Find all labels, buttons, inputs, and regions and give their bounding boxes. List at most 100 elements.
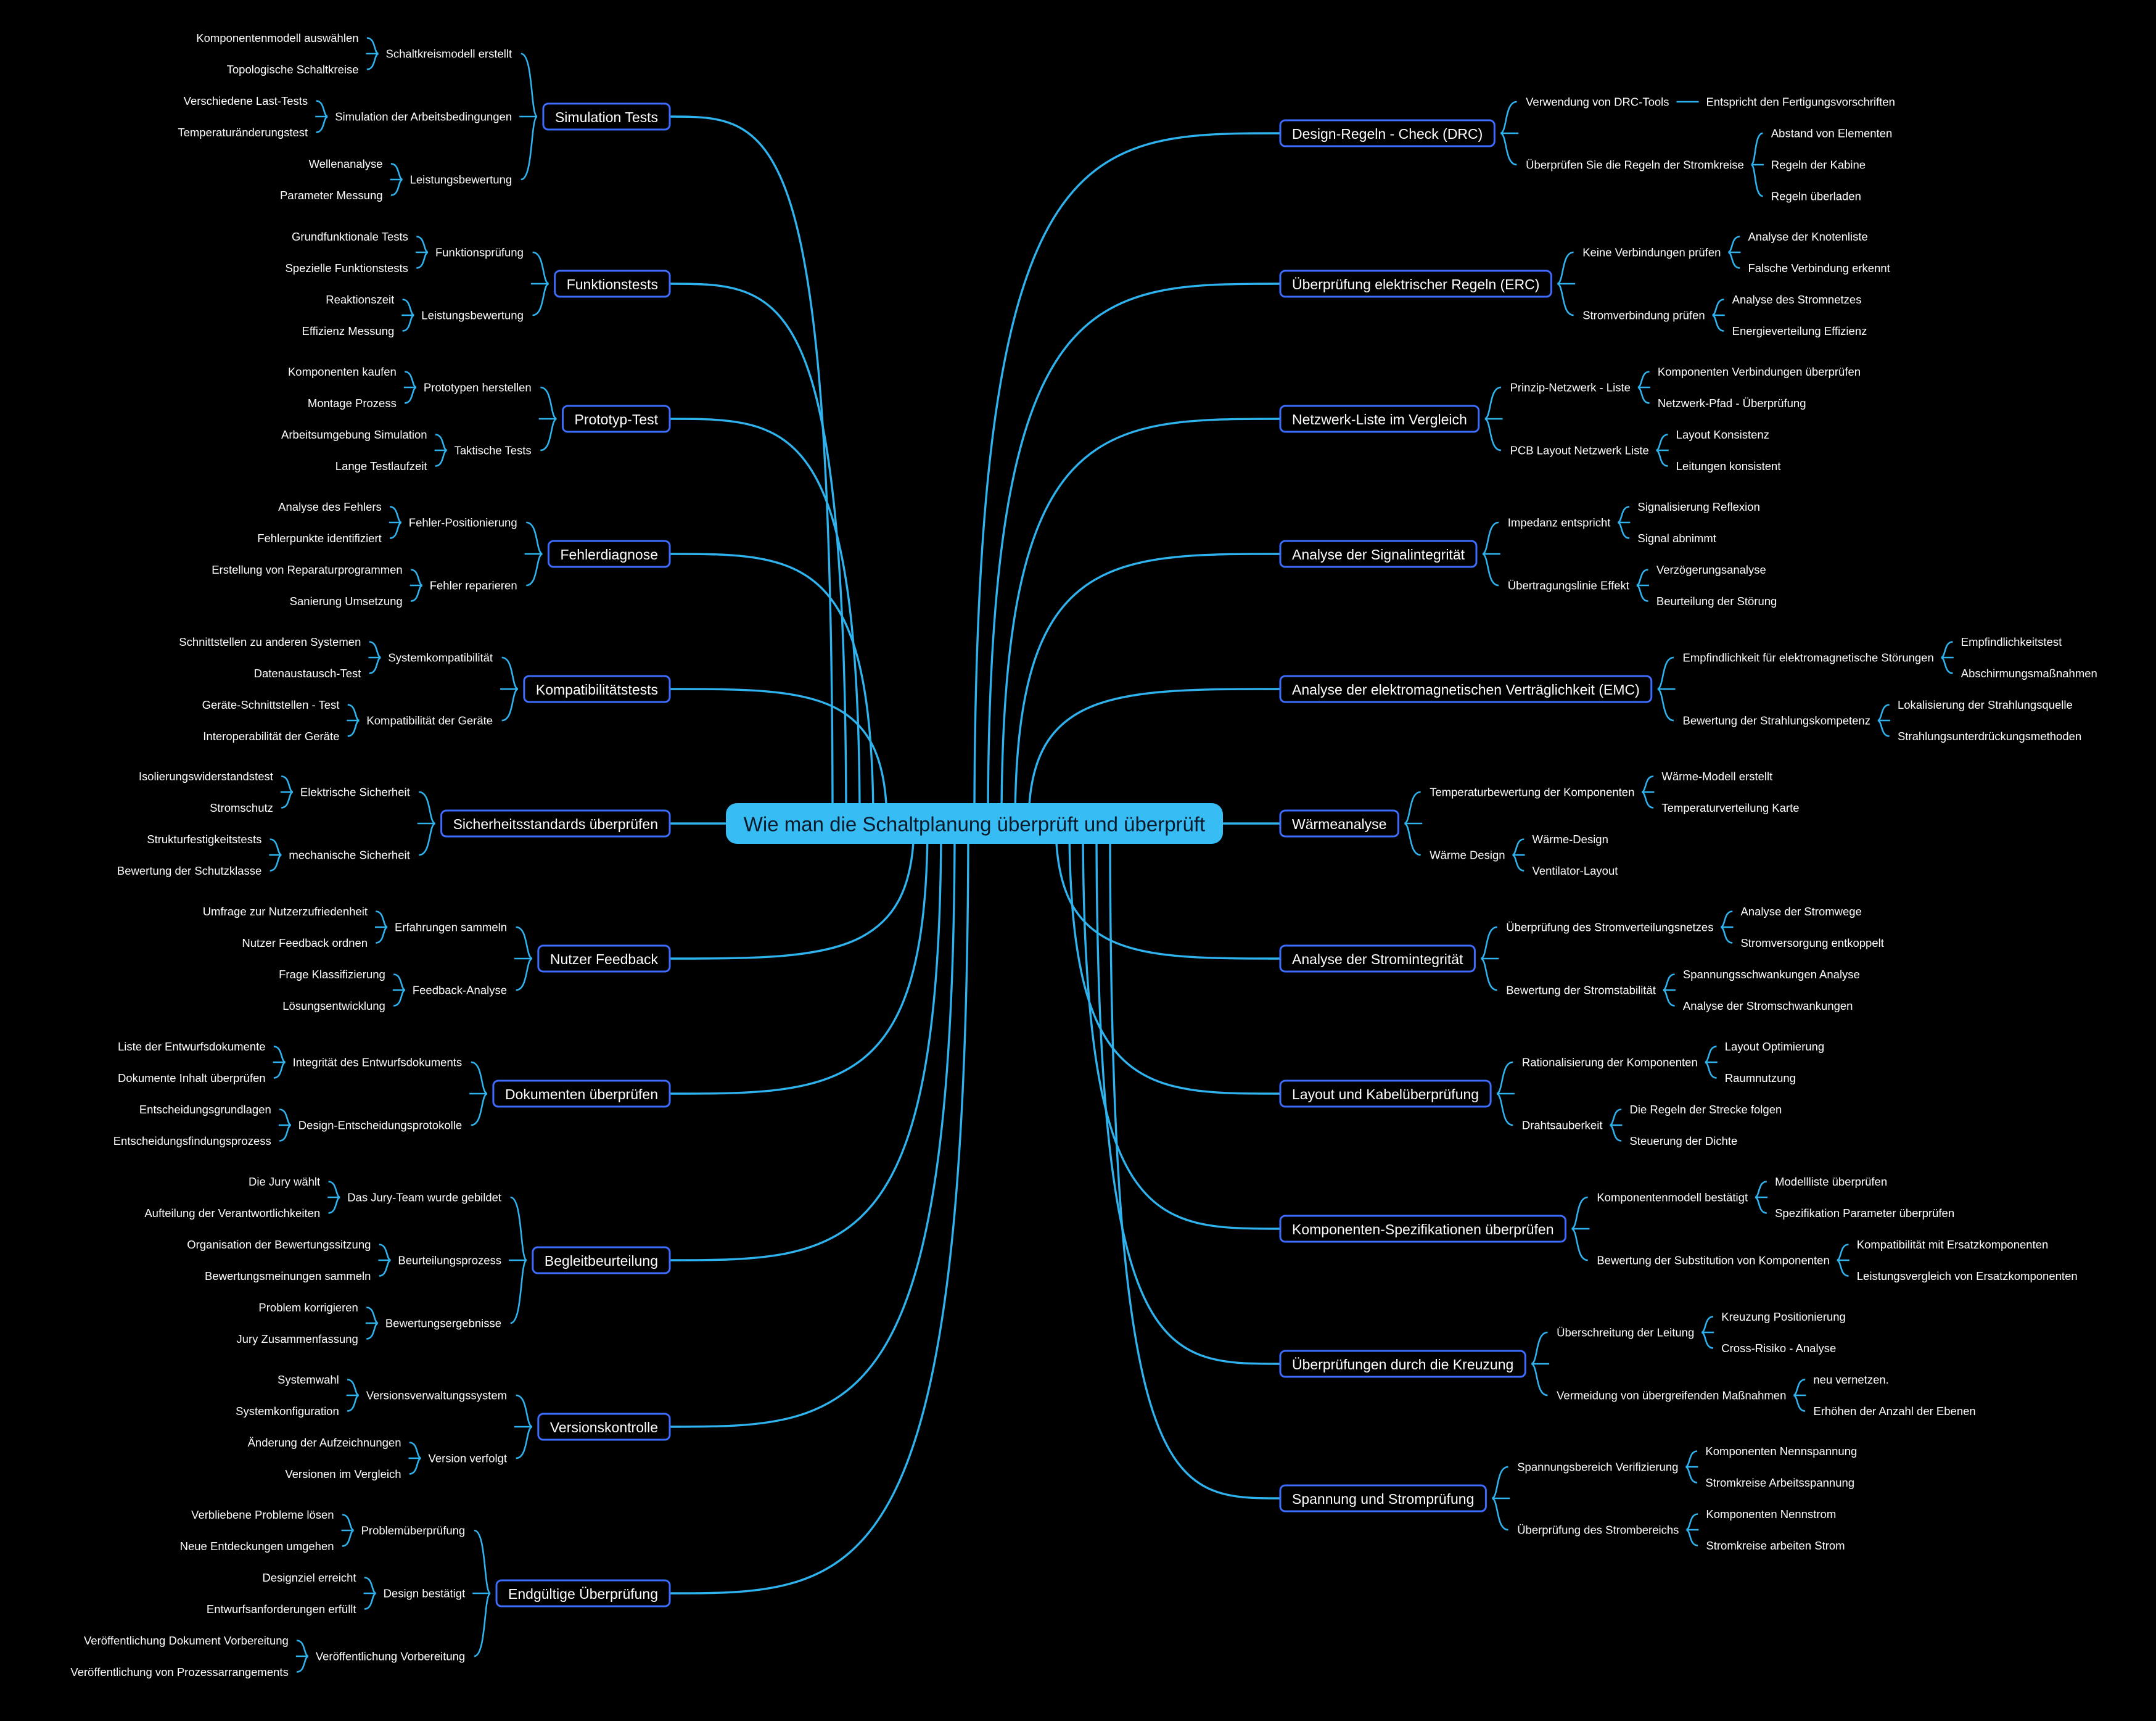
leaf-topic-organisation-der-bewertungssitzung[interactable]: Organisation der Bewertungssitzung: [187, 1238, 371, 1251]
sub-topic-empfindlichkeit-fur-elektromagnetische-storungen[interactable]: Empfindlichkeit für elektromagnetische S…: [1683, 651, 1934, 664]
main-topic-simulation-tests[interactable]: Simulation Tests: [542, 102, 671, 131]
sub-topic-design-bestatigt[interactable]: Design bestätigt: [384, 1587, 466, 1600]
leaf-topic-raumnutzung[interactable]: Raumnutzung: [1725, 1071, 1796, 1084]
sub-topic-drahtsauberkeit[interactable]: Drahtsauberkeit: [1522, 1119, 1603, 1132]
main-topic-dokumenten-uberprufen[interactable]: Dokumenten überprüfen: [492, 1079, 671, 1108]
leaf-topic-leitungen-konsistent[interactable]: Leitungen konsistent: [1676, 460, 1781, 473]
leaf-topic-analyse-der-stromwege[interactable]: Analyse der Stromwege: [1740, 905, 1861, 918]
leaf-topic-layout-optimierung[interactable]: Layout Optimierung: [1725, 1040, 1824, 1053]
leaf-topic-komponenten-kaufen[interactable]: Komponenten kaufen: [288, 365, 397, 378]
main-topic-box[interactable]: [1279, 1484, 1487, 1513]
leaf-topic-anderung-der-aufzeichnungen[interactable]: Änderung der Aufzeichnungen: [248, 1436, 401, 1449]
sub-topic-das-jury-team-wurde-gebildet[interactable]: Das Jury-Team wurde gebildet: [347, 1191, 501, 1204]
sub-topic-vermeidung-von-ubergreifenden-massnahmen[interactable]: Vermeidung von übergreifenden Maßnahmen: [1557, 1389, 1786, 1402]
main-topic-box[interactable]: [1279, 1350, 1526, 1378]
leaf-topic-erstellung-von-reparaturprogrammen[interactable]: Erstellung von Reparaturprogrammen: [212, 563, 403, 576]
leaf-topic-steuerung-der-dichte[interactable]: Steuerung der Dichte: [1629, 1134, 1737, 1147]
sub-topic-feedback-analyse[interactable]: Feedback-Analyse: [413, 984, 507, 997]
main-topic-analyse-der-signalintegritat[interactable]: Analyse der Signalintegrität: [1279, 540, 1478, 568]
main-topic-sicherheitsstandards-uberprufen[interactable]: Sicherheitsstandards überprüfen: [440, 809, 671, 838]
main-topic-box[interactable]: [1279, 1079, 1492, 1108]
leaf-topic-topologische-schaltkreise[interactable]: Topologische Schaltkreise: [227, 63, 359, 76]
main-topic-box[interactable]: [1279, 270, 1552, 298]
main-topic-box[interactable]: [562, 405, 671, 433]
main-topic-box[interactable]: [495, 1579, 671, 1608]
leaf-topic-problem-korrigieren[interactable]: Problem korrigieren: [258, 1301, 358, 1314]
leaf-topic-versionen-im-vergleich[interactable]: Versionen im Vergleich: [285, 1467, 401, 1480]
leaf-topic-veroffentlichung-von-prozessarrangements[interactable]: Veröffentlichung von Prozessarrangements: [70, 1665, 288, 1678]
leaf-topic-schnittstellen-zu-anderen-systemen[interactable]: Schnittstellen zu anderen Systemen: [179, 635, 361, 648]
leaf-topic-regeln-uberladen[interactable]: Regeln überladen: [1771, 190, 1861, 203]
main-topic-komponenten-spezifikationen-uberprufen[interactable]: Komponenten-Spezifikationen überprüfen: [1279, 1215, 1567, 1243]
sub-topic-leistungsbewertung[interactable]: Leistungsbewertung: [421, 309, 524, 322]
main-topic-box[interactable]: [1279, 119, 1496, 147]
leaf-topic-entscheidungsfindungsprozess[interactable]: Entscheidungsfindungsprozess: [113, 1134, 271, 1147]
leaf-topic-grundfunktionale-tests[interactable]: Grundfunktionale Tests: [292, 230, 408, 243]
sub-topic-verwendung-von-drc-tools[interactable]: Verwendung von DRC-Tools: [1526, 96, 1669, 109]
leaf-topic-stromkreise-arbeiten-strom[interactable]: Stromkreise arbeiten Strom: [1706, 1539, 1845, 1552]
leaf-topic-reaktionszeit[interactable]: Reaktionszeit: [326, 293, 394, 306]
sub-topic-bewertung-der-substitution-von-komponenten[interactable]: Bewertung der Substitution von Komponent…: [1597, 1254, 1829, 1267]
main-topic-box[interactable]: [1279, 944, 1476, 973]
leaf-topic-veroffentlichung-dokument-vorbereitung[interactable]: Veröffentlichung Dokument Vorbereitung: [84, 1634, 289, 1647]
sub-topic-ubertragungslinie-effekt[interactable]: Übertragungslinie Effekt: [1508, 579, 1629, 592]
sub-topic-uberschreitung-der-leitung[interactable]: Überschreitung der Leitung: [1557, 1326, 1694, 1339]
main-topic-fehlerdiagnose[interactable]: Fehlerdiagnose: [547, 540, 671, 568]
sub-topic-beurteilungsprozess[interactable]: Beurteilungsprozess: [398, 1254, 501, 1267]
leaf-topic-abschirmungsmassnahmen[interactable]: Abschirmungsmaßnahmen: [1961, 667, 2097, 680]
sub-topic-warme-design[interactable]: Wärme Design: [1430, 849, 1505, 862]
sub-topic-version-verfolgt[interactable]: Version verfolgt: [429, 1452, 508, 1465]
main-topic-box[interactable]: [1279, 405, 1480, 433]
leaf-topic-lange-testlaufzeit[interactable]: Lange Testlaufzeit: [335, 460, 427, 473]
leaf-topic-systemwahl[interactable]: Systemwahl: [278, 1373, 339, 1386]
sub-topic-bewertung-der-strahlungskompetenz[interactable]: Bewertung der Strahlungskompetenz: [1683, 714, 1870, 727]
sub-topic-versionsverwaltungssystem[interactable]: Versionsverwaltungssystem: [366, 1389, 507, 1402]
sub-topic-schaltkreismodell-erstellt[interactable]: Schaltkreismodell erstellt: [386, 47, 512, 60]
leaf-topic-regeln-der-kabine[interactable]: Regeln der Kabine: [1771, 159, 1866, 171]
leaf-topic-temperaturverteilung-karte[interactable]: Temperaturverteilung Karte: [1661, 801, 1799, 814]
main-topic-endgultige-uberprufung[interactable]: Endgültige Überprüfung: [495, 1579, 671, 1608]
sub-topic-fehler-reparieren[interactable]: Fehler reparieren: [430, 579, 517, 592]
main-topic-box[interactable]: [492, 1079, 671, 1108]
leaf-topic-spezielle-funktionstests[interactable]: Spezielle Funktionstests: [285, 262, 408, 274]
leaf-topic-neu-vernetzen[interactable]: neu vernetzen.: [1813, 1373, 1888, 1386]
central-topic[interactable]: Wie man die Schaltplanung überprüft und …: [726, 803, 1223, 844]
leaf-topic-komponentenmodell-auswahlen[interactable]: Komponentenmodell auswählen: [196, 31, 358, 44]
sub-topic-veroffentlichung-vorbereitung[interactable]: Veröffentlichung Vorbereitung: [316, 1650, 465, 1663]
sub-topic-komponentenmodell-bestatigt[interactable]: Komponentenmodell bestätigt: [1597, 1191, 1748, 1204]
sub-topic-elektrische-sicherheit[interactable]: Elektrische Sicherheit: [300, 786, 410, 799]
leaf-topic-parameter-messung[interactable]: Parameter Messung: [280, 189, 383, 202]
leaf-topic-die-regeln-der-strecke-folgen[interactable]: Die Regeln der Strecke folgen: [1629, 1103, 1782, 1116]
main-topic-nutzer-feedback[interactable]: Nutzer Feedback: [537, 944, 671, 973]
leaf-topic-strukturfestigkeitstests[interactable]: Strukturfestigkeitstests: [147, 833, 261, 846]
main-topic-warmeanalyse[interactable]: Wärmeanalyse: [1279, 809, 1399, 838]
leaf-topic-entwurfsanforderungen-erfullt[interactable]: Entwurfsanforderungen erfüllt: [207, 1603, 356, 1616]
sub-topic-mechanische-sicherheit[interactable]: mechanische Sicherheit: [289, 849, 409, 862]
leaf-topic-analyse-des-fehlers[interactable]: Analyse des Fehlers: [278, 500, 382, 513]
leaf-topic-spannungsschwankungen-analyse[interactable]: Spannungsschwankungen Analyse: [1683, 968, 1860, 981]
leaf-topic-signal-abnimmt[interactable]: Signal abnimmt: [1637, 532, 1716, 545]
leaf-topic-montage-prozess[interactable]: Montage Prozess: [308, 397, 397, 410]
leaf-topic-systemkonfiguration[interactable]: Systemkonfiguration: [236, 1405, 339, 1418]
sub-topic-integritat-des-entwurfsdokuments[interactable]: Integrität des Entwurfsdokuments: [293, 1056, 463, 1069]
leaf-topic-frage-klassifizierung[interactable]: Frage Klassifizierung: [279, 968, 385, 981]
sub-topic-temperaturbewertung-der-komponenten[interactable]: Temperaturbewertung der Komponenten: [1430, 786, 1634, 799]
leaf-topic-layout-konsistenz[interactable]: Layout Konsistenz: [1676, 428, 1769, 441]
leaf-topic-interoperabilitat-der-gerate[interactable]: Interoperabilität der Geräte: [203, 730, 339, 743]
leaf-topic-wellenanalyse[interactable]: Wellenanalyse: [309, 157, 383, 170]
leaf-topic-komponenten-verbindungen-uberprufen[interactable]: Komponenten Verbindungen überprüfen: [1658, 365, 1861, 378]
leaf-topic-kreuzung-positionierung[interactable]: Kreuzung Positionierung: [1721, 1310, 1846, 1323]
sub-topic-uberprufen-sie-die-regeln-der-stromkreise[interactable]: Überprüfen Sie die Regeln der Stromkreis…: [1526, 159, 1744, 171]
sub-topic-erfahrungen-sammeln[interactable]: Erfahrungen sammeln: [395, 921, 507, 934]
leaf-topic-warme-design[interactable]: Wärme-Design: [1533, 833, 1608, 846]
leaf-topic-gerate-schnittstellen-test[interactable]: Geräte-Schnittstellen - Test: [202, 698, 340, 711]
main-topic-analyse-der-elektromagnetischen-vertraglichkeit-emc[interactable]: Analyse der elektromagnetischen Verträgl…: [1279, 675, 1653, 703]
leaf-topic-liste-der-entwurfsdokumente[interactable]: Liste der Entwurfsdokumente: [118, 1040, 266, 1053]
main-topic-uberprufungen-durch-die-kreuzung[interactable]: Überprüfungen durch die Kreuzung: [1279, 1350, 1526, 1378]
main-topic-box[interactable]: [532, 1246, 671, 1274]
leaf-topic-komponenten-nennspannung[interactable]: Komponenten Nennspannung: [1705, 1445, 1857, 1458]
main-topic-box[interactable]: [1279, 540, 1478, 568]
main-topic-funktionstests[interactable]: Funktionstests: [554, 270, 671, 298]
leaf-topic-datenaustausch-test[interactable]: Datenaustausch-Test: [254, 667, 361, 680]
leaf-topic-abstand-von-elementen[interactable]: Abstand von Elementen: [1771, 127, 1892, 140]
